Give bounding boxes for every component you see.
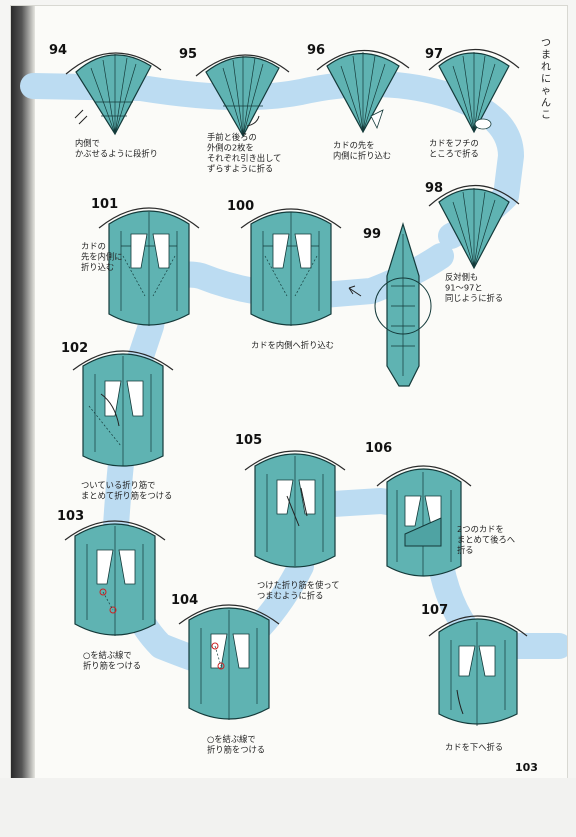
title-char: つ [541,38,551,49]
step-102-figure [72,350,174,467]
instruction-line: カドをフチの [429,138,479,148]
step-number: 102 [61,341,88,356]
instruction-line: カドを内側へ折り込む [251,340,334,350]
instruction-line: ところで折る [429,149,479,159]
step-107-figure [428,615,528,726]
instruction-line: 内側に折り込む [333,151,391,161]
step-number: 107 [421,603,448,618]
title-char: ん [541,97,551,109]
instruction-line: カドの先を [333,140,375,150]
step-number: 100 [227,199,254,214]
viewer-bottom-margin [0,778,576,837]
instruction-line: 反対側も [445,272,478,282]
step-number: 95 [179,47,197,62]
instruction-line: まとめて折り筋をつける [81,491,172,501]
instruction-line: ○を結ぶ線で [207,734,256,744]
title-char: ゃ [541,86,551,97]
instruction-line: ずらすように折る [207,164,273,174]
instruction-line: カドを下へ折る [445,742,503,752]
instruction-line: 外側の2枚を [207,143,254,153]
origami-diagram: つまれにゃんこ [20,38,567,774]
step-number: 103 [57,509,84,524]
step-number: 99 [363,227,381,242]
instruction-line: まとめて後ろへ [457,535,515,545]
instruction-line: 91～97と [445,283,483,293]
step-number: 98 [425,181,443,196]
step-102-instruction: ついている折り筋でまとめて折り筋をつける [81,480,172,501]
step-107-instruction: カドを下へ折る [445,742,503,752]
step-94-figure [65,52,162,136]
instruction-line: ついている折り筋で [81,480,155,490]
step-number: 104 [171,593,198,608]
step-number: 106 [365,441,392,456]
instruction-line: ○を結ぶ線で [83,650,132,660]
step-106-figure [376,465,472,577]
step-101-instruction: カドの先を内側に折り込む [81,241,123,272]
step-number: 101 [91,197,118,212]
step-97-figure [428,48,520,134]
instruction-line: それぞれ引き出して [207,153,281,163]
step-100-instruction: カドを内側へ折り込む [251,340,334,350]
instruction-line: つけた折り筋を使って [257,580,340,590]
step-number: 97 [425,47,443,62]
step-105-figure [244,450,346,568]
instruction-line: 折る [457,545,474,555]
step-94-instruction: 内側でかぶせるように段折り [75,138,158,159]
page-number: 103 [515,761,538,774]
step-98-figure [428,184,520,270]
title-char: に [541,73,551,85]
step-notes: 内側でかぶせるように段折り 手前と後ろの外側の2枚をそれぞれ引き出してずらすように… [75,132,515,755]
step-number: 94 [49,43,67,58]
instruction-line: 折り込む [81,262,114,272]
step-103-instruction: ○を結ぶ線で折り筋をつける [83,650,141,671]
instruction-line: つまむように折る [257,591,323,601]
title-char: こ [541,110,551,121]
step-104-instruction: ○を結ぶ線で折り筋をつける [207,734,265,755]
instruction-line: 折り筋をつける [83,661,141,671]
instruction-line: 内側で [75,138,100,148]
instruction-line: 手前と後ろの [207,132,257,142]
step-97-instruction: カドをフチのところで折る [429,138,479,159]
instruction-line: 2つのカドを [457,524,504,534]
step-104-figure [178,604,280,720]
step-95-instruction: 手前と後ろの外側の2枚をそれぞれ引き出してずらすように折る [207,132,281,174]
step-labels: 94 95 96 97 98 99 100 101 102 103 104 10… [49,43,448,618]
page-title: つまれにゃんこ [541,38,551,121]
step-103-figure [64,520,166,636]
title-char: れ [541,61,551,73]
step-106-instruction: 2つのカドをまとめて後ろへ折る [457,524,515,555]
step-96-instruction: カドの先を内側に折り込む [333,140,391,161]
step-101-figure [98,207,200,326]
step-number: 96 [307,43,325,58]
instruction-line: 折り筋をつける [207,745,265,755]
instruction-line: 先を内側に [81,252,123,262]
step-99-figure [348,221,432,387]
instruction-line: 同じように折る [445,293,503,303]
step-96-figure [316,49,410,134]
title-char: ま [541,49,551,61]
step-95-figure [195,54,290,138]
instruction-line: カドの [81,241,106,251]
book-spine-shadow [11,6,35,779]
step-100-figure [240,208,342,326]
step-105-instruction: つけた折り筋を使ってつまむように折る [257,580,340,601]
step-number: 105 [235,433,262,448]
instruction-line: かぶせるように段折り [75,149,158,159]
manual-page: つまれにゃんこ [10,5,568,780]
